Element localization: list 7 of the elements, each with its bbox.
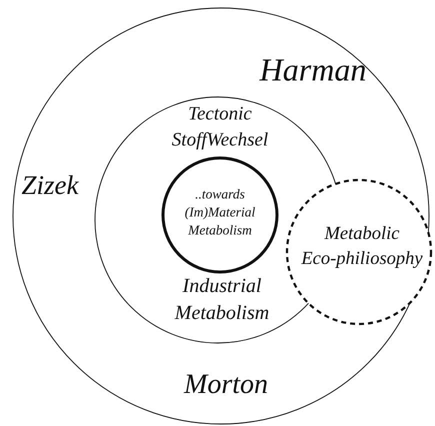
concept-label: Tectonic StoffWechsel <box>170 102 270 152</box>
name-label: Morton <box>182 368 269 402</box>
concept-label: Industrial Metabolism <box>174 274 270 326</box>
concept-label: ..towards (Im)Material Metabolism <box>184 186 256 240</box>
name-label: Zizek <box>20 168 80 202</box>
name-label: Harman <box>258 50 368 90</box>
concept-label: Metabolic Eco-philiosophy <box>300 223 424 271</box>
